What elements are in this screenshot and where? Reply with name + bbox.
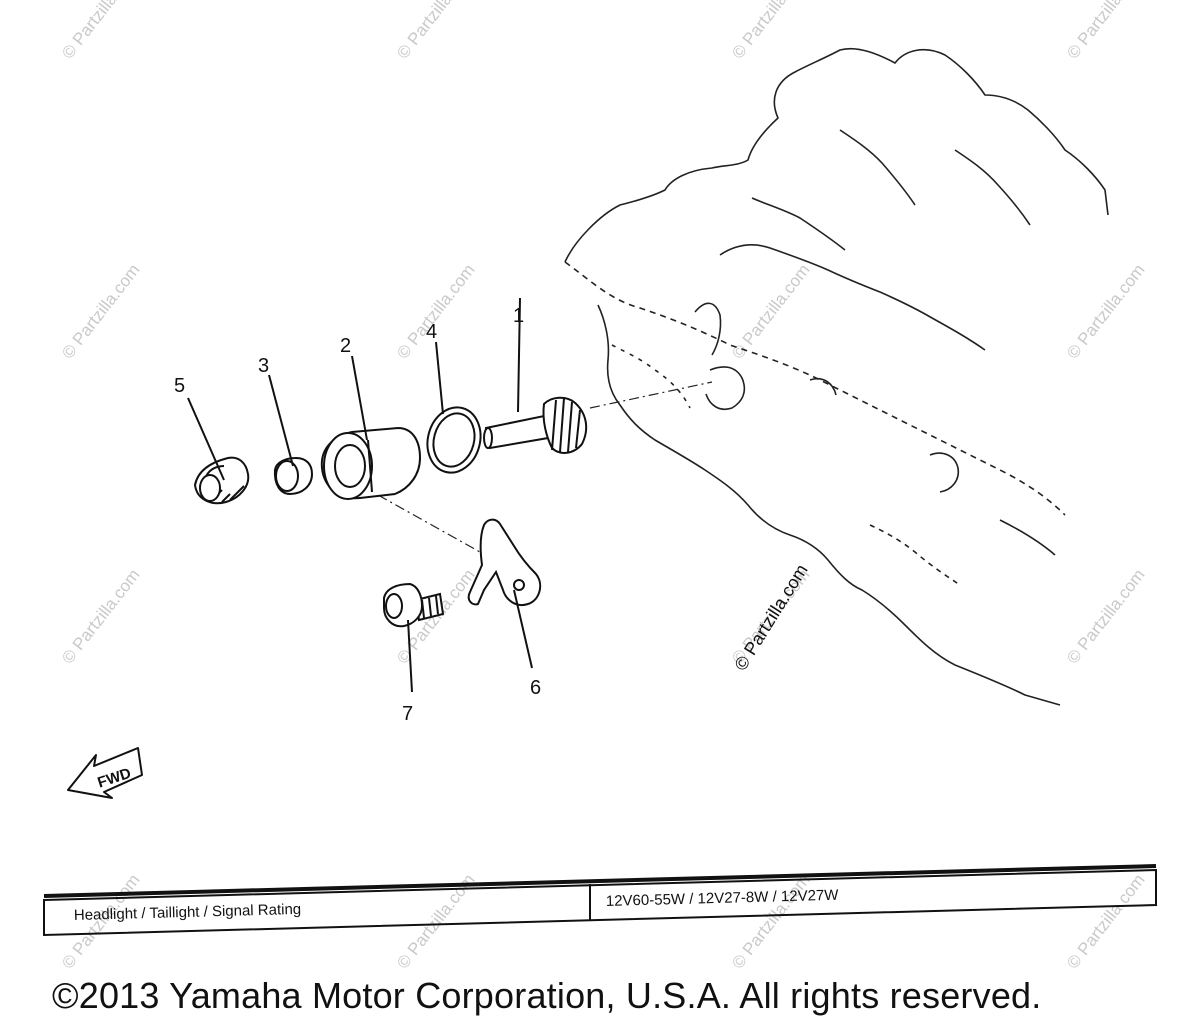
watermark: © Partzilla.com — [58, 260, 144, 362]
watermark: © Partzilla.com — [58, 0, 144, 62]
callout-5: 5 — [174, 375, 185, 397]
callout-7: 7 — [402, 703, 413, 725]
spec-table: Headlight / Taillight / Signal Rating 12… — [43, 864, 1157, 937]
part-1-gear-shaft — [483, 396, 588, 454]
fwd-arrow: FWD — [67, 747, 143, 799]
callout-2: 2 — [340, 335, 351, 357]
spec-table-label: Headlight / Taillight / Signal Rating — [74, 901, 302, 924]
engine-case-outline — [564, 47, 1109, 706]
part-5-sleeve — [193, 456, 250, 505]
alignment-lines — [377, 381, 713, 553]
watermark: © Partzilla.com — [393, 0, 479, 62]
watermark: © Partzilla.com — [1063, 0, 1149, 62]
callout-3: 3 — [258, 355, 269, 377]
part-3-seal — [273, 456, 314, 496]
part-7-bolt — [383, 582, 445, 628]
watermark: © Partzilla.com — [728, 260, 814, 362]
watermark-overlay: © Partzilla.com — [730, 561, 811, 674]
watermark: © Partzilla.com — [1063, 870, 1149, 972]
watermark: © Partzilla.com — [58, 565, 144, 667]
callout-4: 4 — [426, 321, 437, 343]
part-2-housing — [320, 426, 422, 500]
leader-lines — [187, 297, 533, 693]
watermark: © Partzilla.com — [1063, 260, 1149, 362]
copyright-notice: ©2013 Yamaha Motor Corporation, U.S.A. A… — [52, 975, 1042, 1016]
part-6-stopper-plate — [467, 518, 542, 606]
part-4-oring — [426, 406, 482, 474]
watermark: © Partzilla.com — [728, 870, 814, 972]
callout-6: 6 — [530, 677, 541, 699]
callout-labels: 1 2 3 4 5 6 7 — [174, 305, 541, 725]
spec-table-value: 12V60-55W / 12V27-8W / 12V27W — [606, 887, 840, 910]
watermark: © Partzilla.com — [728, 0, 814, 62]
watermark: © Partzilla.com — [1063, 565, 1149, 667]
callout-1: 1 — [513, 305, 524, 327]
